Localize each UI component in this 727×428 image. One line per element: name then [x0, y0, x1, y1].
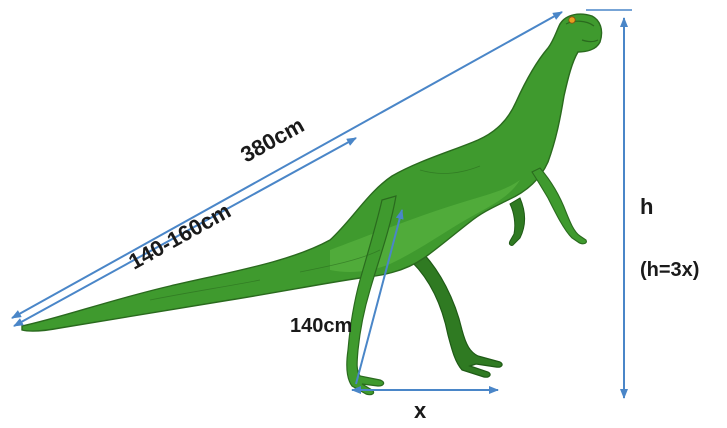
- stride-label: x: [414, 398, 427, 423]
- measurement-labels: 380cm 140-160cm 140cm x h (h=3x): [124, 112, 699, 423]
- leg-length-arrow: [355, 209, 404, 385]
- dinosaur-illustration: [21, 13, 603, 396]
- measurement-arrows: [11, 9, 632, 399]
- tail-length-label: 140-160cm: [124, 198, 235, 274]
- eye-icon: [568, 16, 576, 24]
- height-relation-label: (h=3x): [640, 259, 699, 281]
- tail-length-arrow: [13, 137, 357, 327]
- leg-length-label: 140cm: [290, 315, 352, 337]
- height-label: h: [640, 194, 653, 219]
